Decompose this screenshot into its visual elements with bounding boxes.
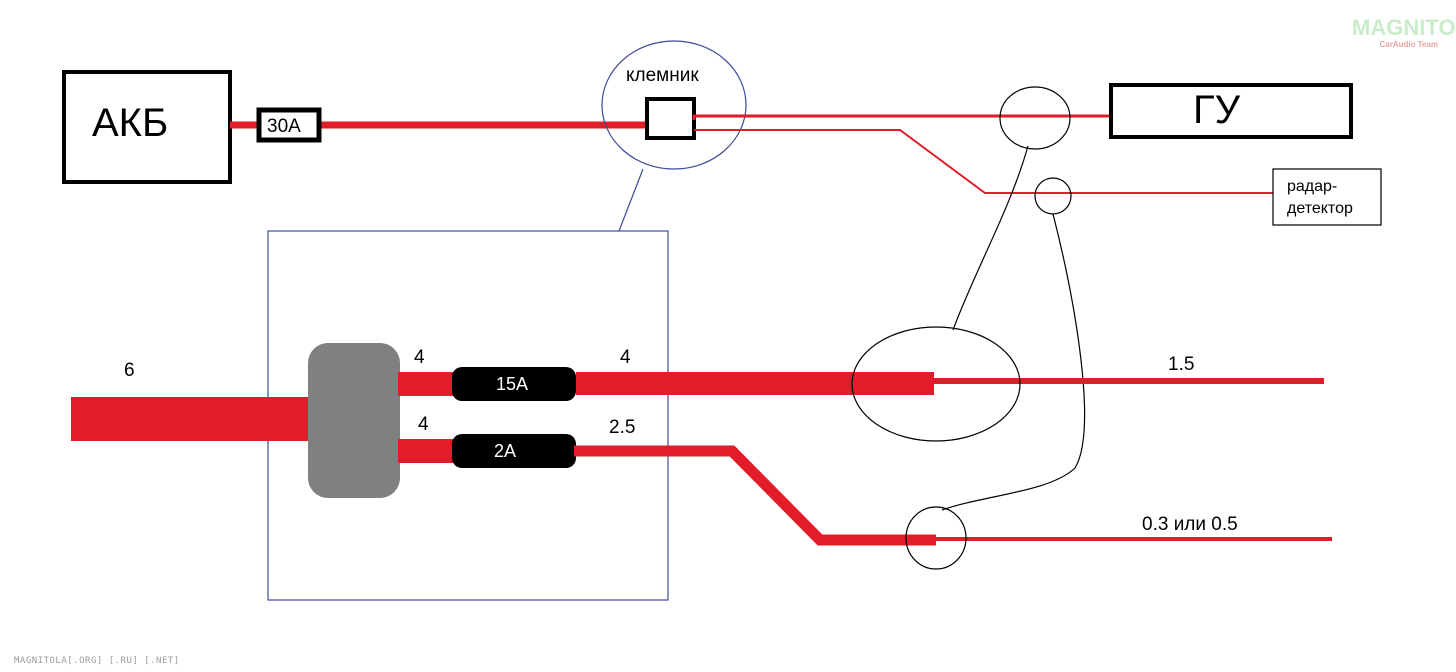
terminal-block xyxy=(645,97,696,140)
fuse2-input-gauge: 4 xyxy=(418,414,429,435)
lower-output-gauge: 0.3 или 0.5 xyxy=(1142,514,1238,535)
fuse-15a-label: 15А xyxy=(496,374,528,394)
input-wire xyxy=(71,397,316,441)
battery-label: АКБ xyxy=(92,101,168,145)
watermark-logo-subtext: CarAudio Team xyxy=(1379,40,1438,49)
head-unit-wire xyxy=(692,114,1110,120)
input-wire-gauge: 6 xyxy=(124,360,135,381)
radar-detector-line2: детектор xyxy=(1287,200,1353,217)
fuse-2a-label: 2А xyxy=(494,441,516,461)
radar-detector-line1: радар- xyxy=(1287,178,1337,195)
link-line-head-unit xyxy=(952,145,1029,331)
lower-junction-circle xyxy=(905,506,967,570)
lower-output-wire xyxy=(934,537,1332,541)
fuse2-output-wire xyxy=(574,445,936,546)
main-fuse xyxy=(256,107,322,143)
fuse15-input-wire xyxy=(398,372,458,396)
fuse15-output-wire xyxy=(576,372,934,395)
terminal-callout-circle xyxy=(601,40,747,170)
link-line-radar xyxy=(941,213,1086,511)
fuse15-output-gauge: 4 xyxy=(620,347,631,368)
radar-detector-block xyxy=(1272,168,1382,226)
head-unit-label: ГУ xyxy=(1193,88,1241,132)
upper-output-wire xyxy=(932,378,1324,384)
watermark-logo: MAGNITOLA CarAudio Team xyxy=(1352,15,1456,52)
fuse2-output-gauge: 2.5 xyxy=(609,417,635,438)
radar-detector-label: радар- детектор xyxy=(1287,178,1353,217)
upper-output-gauge: 1.5 xyxy=(1168,354,1194,375)
battery-block xyxy=(62,70,232,184)
callout-leader xyxy=(618,168,644,232)
head-unit-wire-circle xyxy=(999,86,1071,150)
upper-junction-circle xyxy=(851,326,1021,442)
fuse-15a xyxy=(452,367,576,401)
watermark-logo-text: MAGNITOLA xyxy=(1352,15,1456,40)
main-fuse-label: 30А xyxy=(267,116,301,137)
fuse15-input-gauge: 4 xyxy=(414,347,425,368)
radar-wire-circle xyxy=(1034,177,1072,215)
watermark-footer: MAGNITOLA[.ORG] [.RU] [.NET] xyxy=(14,656,180,666)
head-unit-block xyxy=(1109,83,1353,139)
fuse-2a xyxy=(452,434,576,468)
terminal-label: клемник xyxy=(626,65,699,86)
fuse2-input-wire xyxy=(398,439,458,463)
distribution-block xyxy=(308,343,400,498)
radar-wire xyxy=(694,129,1273,194)
